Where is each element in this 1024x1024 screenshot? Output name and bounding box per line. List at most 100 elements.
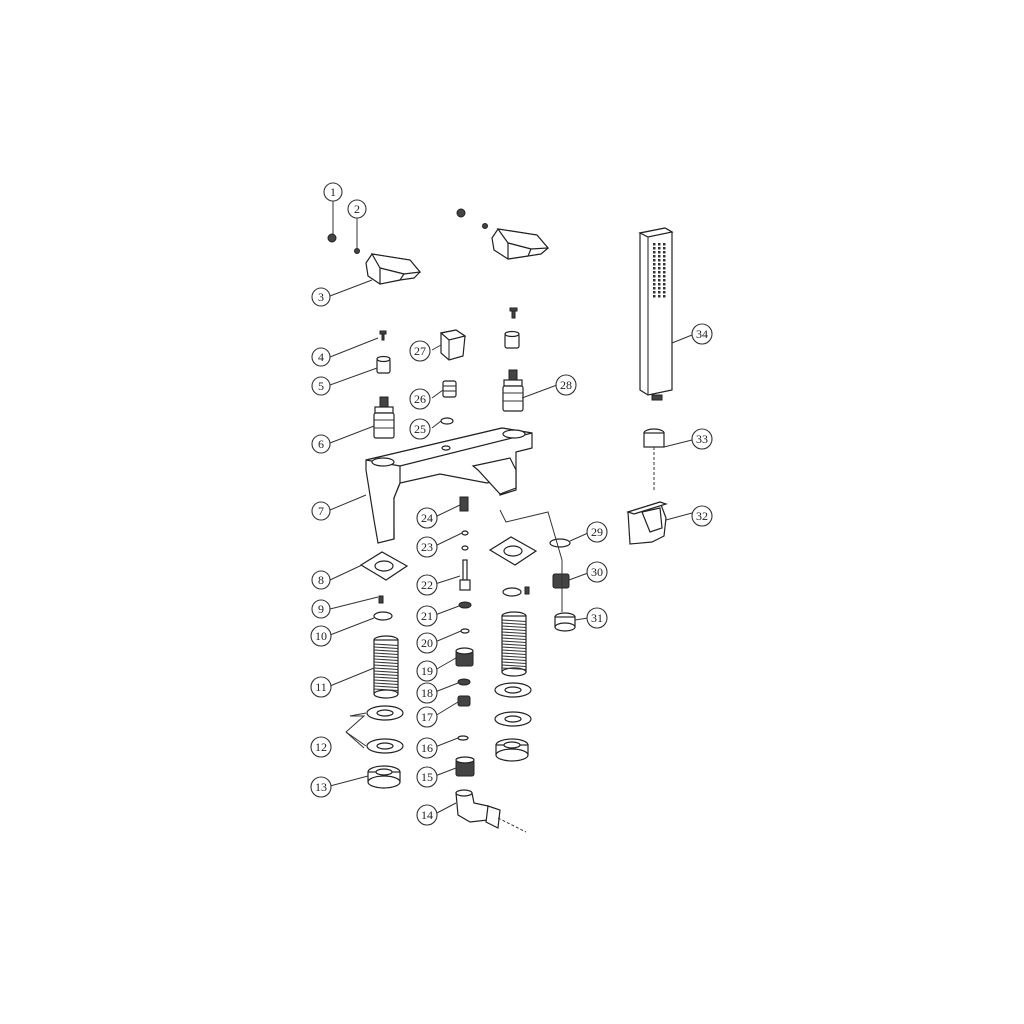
svg-text:33: 33	[696, 432, 708, 446]
part-18-washer	[457, 678, 471, 686]
part-2-screw-right	[482, 223, 488, 229]
part-26-diverter-knob	[442, 380, 457, 398]
part-15-nut	[455, 756, 475, 777]
part-8-mounting-plate	[359, 551, 409, 581]
callout-33: 33	[691, 428, 713, 450]
part-5-sleeve	[376, 355, 391, 374]
svg-text:5: 5	[318, 379, 324, 393]
svg-text:26: 26	[414, 392, 426, 406]
callout-14: 14	[416, 804, 438, 826]
svg-text:2: 2	[354, 202, 360, 216]
svg-text:12: 12	[315, 740, 327, 754]
svg-text:29: 29	[591, 525, 603, 539]
part-13-back-nut-right	[495, 738, 529, 762]
svg-text:1: 1	[330, 185, 336, 199]
part-12-washers-right	[494, 682, 532, 727]
callout-1: 1	[323, 182, 343, 202]
svg-text:21: 21	[421, 609, 433, 623]
callout-27: 27	[409, 340, 431, 362]
part-3-lever-handle-right	[491, 228, 550, 260]
part-30-aerator	[552, 573, 570, 589]
part-20-o-ring	[460, 628, 470, 634]
leader-lines	[329, 201, 693, 815]
callout-11: 11	[310, 676, 332, 698]
svg-text:8: 8	[318, 573, 324, 587]
callout-30: 30	[586, 561, 608, 583]
part-13-back-nut	[367, 765, 401, 789]
parts-drawings	[327, 208, 674, 833]
part-9-grub-screw-right	[524, 586, 530, 595]
assembly-guide-line	[499, 509, 563, 612]
part-31-aerator-cap	[554, 612, 576, 632]
callout-7: 7	[311, 501, 331, 521]
callout-16: 16	[416, 737, 438, 759]
part-17-small-nut	[457, 695, 471, 707]
part-22-spindle	[459, 559, 471, 591]
part-28-cartridge	[502, 369, 524, 412]
part-8-mounting-plate-right	[488, 536, 538, 566]
svg-text:23: 23	[421, 540, 433, 554]
part-34-hand-shower	[638, 227, 674, 401]
callout-32: 32	[691, 505, 713, 527]
callout-17: 17	[416, 706, 438, 728]
part-24-spring	[459, 496, 469, 512]
callout-24: 24	[416, 507, 438, 529]
svg-text:20: 20	[421, 636, 433, 650]
callout-20: 20	[416, 632, 438, 654]
part-1-cap-right	[456, 208, 466, 218]
part-9-grub-screw	[378, 595, 384, 604]
part-4-screw	[379, 330, 387, 341]
svg-text:25: 25	[414, 422, 426, 436]
part-33-hose-connector	[643, 428, 665, 490]
callout-6: 6	[311, 434, 331, 454]
svg-text:14: 14	[421, 808, 433, 822]
svg-text:34: 34	[696, 327, 708, 341]
part-6-cartridge	[373, 396, 395, 439]
callout-13: 13	[310, 776, 332, 798]
part-19-nut	[455, 647, 474, 667]
svg-text:17: 17	[421, 710, 433, 724]
callout-18: 18	[416, 682, 438, 704]
svg-text:15: 15	[421, 770, 433, 784]
part-3-lever-handle	[365, 253, 422, 285]
callouts: 1 2 3 4 5 6 7 8 9 10 11 12 13 14 15 16 1…	[310, 182, 713, 826]
svg-text:24: 24	[421, 511, 433, 525]
part-10-washer-right	[502, 587, 522, 597]
part-21-washer	[458, 601, 472, 609]
svg-text:19: 19	[421, 664, 433, 678]
callout-25: 25	[409, 418, 431, 440]
svg-text:22: 22	[421, 578, 433, 592]
part-11-threaded-shank	[373, 635, 399, 699]
svg-text:3: 3	[318, 290, 324, 304]
part-5-sleeve-right	[504, 330, 520, 349]
svg-text:31: 31	[591, 611, 603, 625]
svg-text:6: 6	[318, 437, 324, 451]
callout-5: 5	[311, 376, 331, 396]
callout-10: 10	[310, 625, 332, 647]
callout-31: 31	[586, 607, 608, 629]
part-25-o-ring	[440, 417, 454, 425]
svg-text:16: 16	[421, 741, 433, 755]
svg-text:10: 10	[315, 629, 327, 643]
callout-22: 22	[416, 574, 438, 596]
callout-21: 21	[416, 605, 438, 627]
part-11-threaded-shank-right	[501, 611, 527, 677]
callout-29: 29	[586, 521, 608, 543]
part-16-o-ring	[457, 735, 469, 741]
svg-text:32: 32	[696, 509, 708, 523]
part-14-elbow-hose	[455, 789, 527, 833]
callout-23: 23	[416, 536, 438, 558]
callout-9: 9	[311, 599, 331, 619]
callout-12: 12	[310, 736, 332, 758]
callout-15: 15	[416, 766, 438, 788]
callout-4: 4	[311, 347, 331, 367]
svg-text:18: 18	[421, 686, 433, 700]
callout-26: 26	[409, 388, 431, 410]
svg-text:11: 11	[315, 680, 327, 694]
callout-2: 2	[347, 199, 367, 219]
part-27-square-cap	[439, 329, 467, 361]
svg-text:4: 4	[318, 350, 324, 364]
svg-text:28: 28	[560, 378, 572, 392]
part-2-screw	[354, 248, 360, 254]
svg-text:30: 30	[591, 565, 603, 579]
